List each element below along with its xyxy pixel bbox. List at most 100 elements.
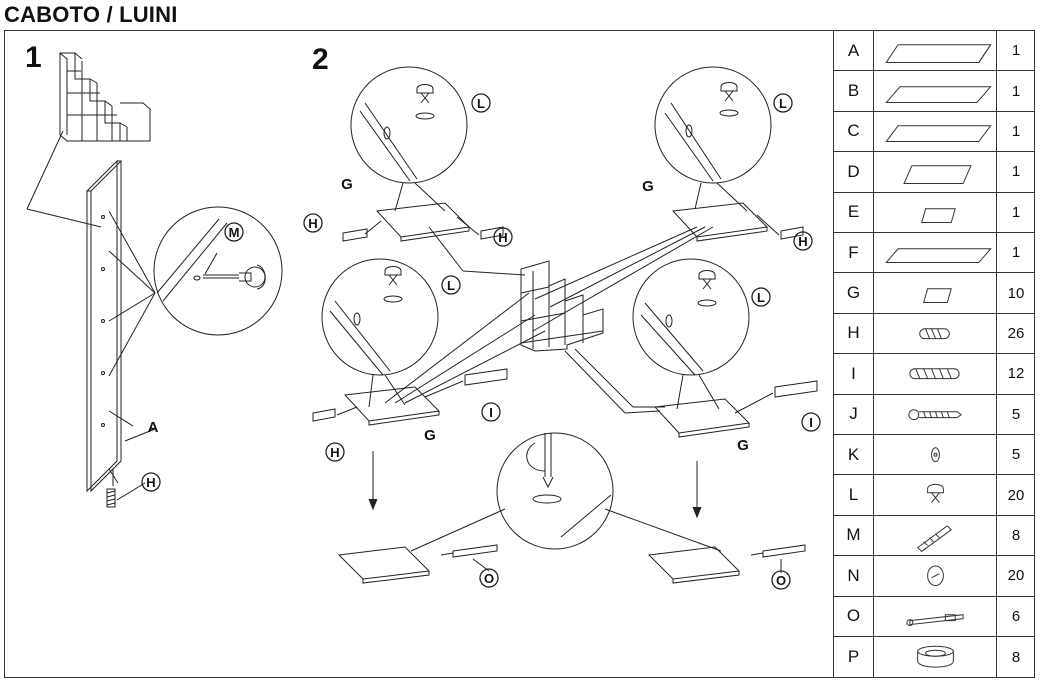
callout-l-4: L	[757, 290, 765, 305]
parts-row-h: H 26	[834, 313, 1035, 355]
dowel-h-topright	[480, 226, 504, 240]
board-g-midleft	[343, 386, 441, 426]
part-quantity: 1	[1011, 244, 1021, 262]
callout-h-2: H	[498, 230, 507, 245]
part-g-icon	[874, 273, 997, 313]
dowel-o-left	[440, 544, 498, 558]
part-n-icon	[874, 556, 997, 596]
part-h-icon	[874, 313, 997, 354]
magnifier-circle-topleft	[350, 66, 468, 184]
dowel-i-midright	[774, 380, 818, 398]
part-d-icon	[874, 152, 997, 192]
part-a-icon	[874, 31, 997, 71]
part-letter: H	[834, 313, 874, 354]
callout-g-2: G	[642, 178, 654, 195]
callout-h-3: H	[798, 234, 807, 249]
part-letter: F	[834, 233, 874, 273]
callout-circle-o-2	[771, 570, 791, 590]
callout-circle-i-2	[801, 412, 821, 432]
part-o-icon	[874, 596, 997, 636]
callout-o-2: O	[776, 573, 786, 588]
magnifier-circle-bottom	[496, 432, 614, 550]
callout-o-1: O	[484, 571, 494, 586]
callout-l-1: L	[477, 96, 485, 111]
part-letter: M	[834, 515, 874, 556]
part-quantity: 5	[1011, 446, 1021, 464]
callout-circle-l-4	[751, 287, 771, 307]
part-letter: A	[834, 31, 874, 71]
side-panel-a	[86, 159, 123, 493]
assembly-drawing: M H A L L L L H H H H I I O O G G G G	[26, 52, 821, 590]
callout-g-1: G	[341, 176, 353, 193]
part-k-icon	[874, 435, 997, 475]
callout-h-4: H	[330, 445, 339, 460]
board-g-topleft	[375, 202, 471, 242]
callout-g-4: G	[737, 437, 749, 454]
callout-l-3: L	[447, 278, 455, 293]
magnifier-circle-step1	[153, 206, 283, 336]
part-letter: P	[834, 637, 874, 678]
dowel-h-midleft	[312, 408, 336, 422]
part-letter: N	[834, 556, 874, 596]
part-quantity: 8	[1011, 648, 1021, 666]
part-quantity: 8	[1011, 526, 1021, 544]
part-letter: E	[834, 192, 874, 232]
callout-circle-m	[224, 222, 244, 242]
part-c-icon	[874, 111, 997, 152]
part-letter: J	[834, 394, 874, 434]
part-quantity: 1	[1011, 122, 1021, 140]
part-quantity: 1	[1011, 42, 1021, 60]
callout-circle-h-3	[793, 231, 813, 251]
magnifier-circle-topright	[654, 66, 772, 184]
callout-circle-i-1	[481, 402, 501, 422]
page-title: CABOTO / LUINI	[4, 2, 178, 27]
callout-g-3: G	[424, 427, 436, 444]
dowel-h-rightside	[780, 226, 804, 240]
magnifier-circle-midleft	[321, 258, 439, 376]
part-quantity: 10	[1007, 284, 1025, 302]
step-1-number: 1	[25, 41, 42, 74]
part-letter: K	[834, 435, 874, 475]
callout-circle-h-1	[303, 213, 323, 233]
part-quantity: 20	[1007, 486, 1025, 504]
part-letter: L	[834, 475, 874, 515]
callout-i-2: I	[809, 415, 813, 430]
callout-circle-l-2	[773, 93, 793, 113]
part-i-icon	[874, 354, 997, 394]
callout-i-1: I	[489, 405, 493, 420]
shelf-thumbnail-icon	[59, 52, 151, 142]
central-shelf-unit	[520, 260, 604, 352]
parts-row-n: N 20	[834, 556, 1035, 597]
board-bottom-left	[337, 546, 431, 584]
part-quantity: 6	[1011, 607, 1021, 625]
part-quantity: 1	[1011, 82, 1021, 100]
dowel-o-right	[750, 544, 806, 558]
part-quantity: 26	[1007, 324, 1025, 342]
part-f-icon	[874, 233, 997, 273]
callout-a: A	[148, 419, 159, 436]
part-j-icon	[874, 394, 997, 434]
dowel-h-topleft	[342, 228, 368, 242]
part-quantity: 20	[1007, 567, 1025, 585]
part-e-icon	[874, 192, 997, 232]
part-letter: D	[834, 152, 874, 192]
callout-l-2: L	[779, 96, 787, 111]
callout-h-1: H	[308, 216, 317, 231]
part-l-icon	[874, 475, 997, 515]
callout-h-step1: H	[146, 475, 155, 490]
part-quantity: 12	[1007, 365, 1025, 383]
callout-circle-l-3	[441, 275, 461, 295]
magnifier-circle-midright	[632, 258, 750, 376]
